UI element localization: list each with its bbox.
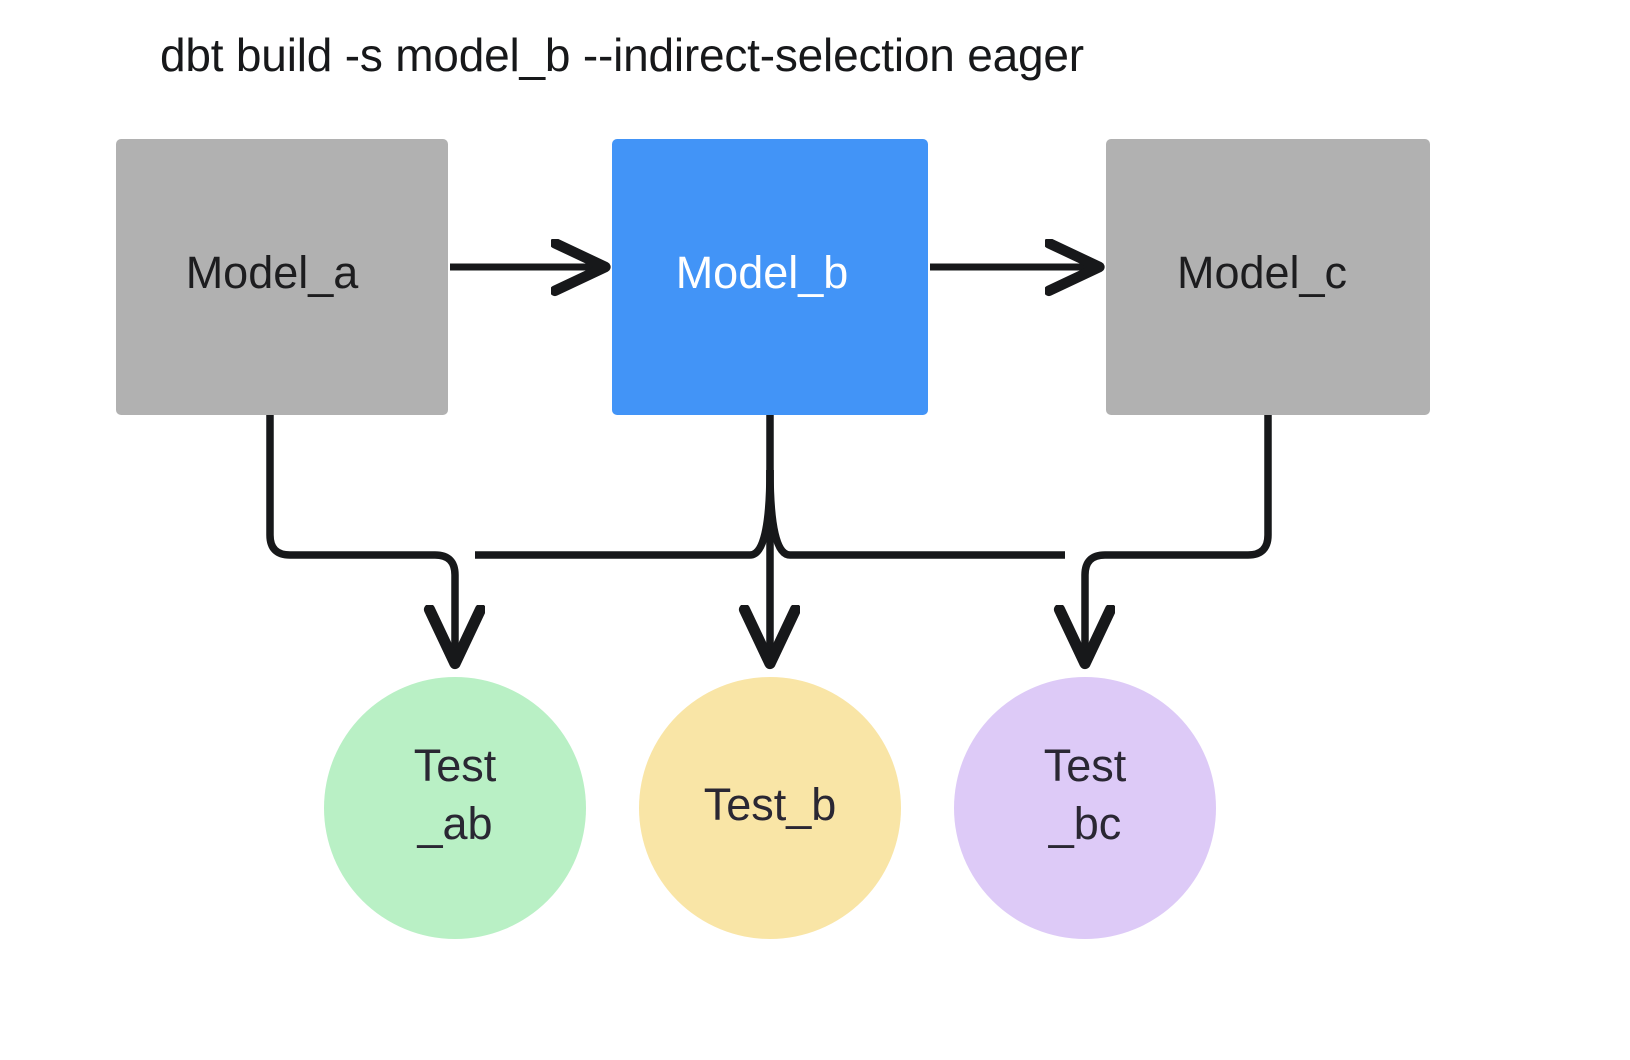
node-test-bc[interactable] [954, 677, 1216, 939]
node-model-a[interactable] [116, 139, 448, 415]
edge-model-a-to-test-ab [266, 415, 455, 662]
edge-model-c-to-test-bc [1085, 415, 1272, 662]
node-test-b[interactable] [639, 677, 901, 939]
diagram-title: dbt build -s model_b --indirect-selectio… [160, 29, 1084, 81]
node-test-ab[interactable] [324, 677, 586, 939]
edge-model-b-to-test-bc [766, 469, 1065, 559]
node-model-b[interactable] [612, 139, 928, 415]
edge-model-b-to-test-ab [475, 469, 774, 559]
node-model-c[interactable] [1106, 139, 1430, 415]
